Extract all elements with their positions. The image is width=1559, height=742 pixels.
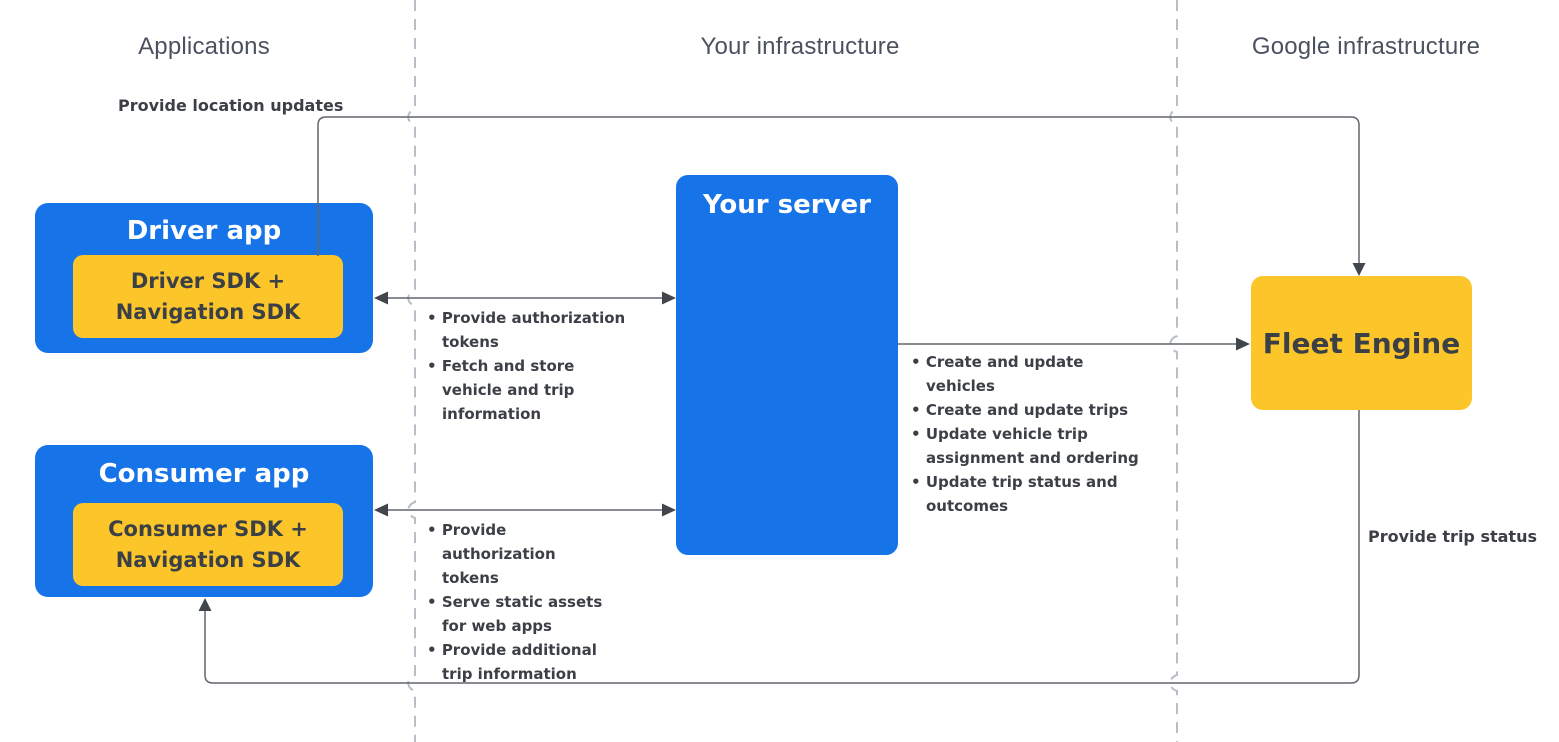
driver-server-bullets: Provide authorization tokens Fetch and s… (427, 306, 632, 426)
driver-server-arrowhead-right (662, 291, 676, 305)
bullet-item: Provide authorization tokens (427, 306, 632, 354)
consumer-sdk-line-1: Consumer SDK + (108, 517, 308, 542)
fleet-engine-title: Fleet Engine (1262, 326, 1461, 360)
bullet-item: Serve static assets for web apps (427, 590, 615, 638)
fleet-engine-node: Fleet Engine (1251, 276, 1472, 410)
bullet-item: Create and update vehicles (911, 350, 1146, 398)
bullet-item: Update trip status and outcomes (911, 470, 1146, 518)
column-divider-2 (1169, 0, 1178, 742)
consumer-server-arrowhead-left (374, 503, 388, 517)
provide-trip-status-label: Provide trip status (1368, 527, 1537, 546)
consumer-app-title: Consumer app (98, 459, 310, 489)
consumer-server-bullets: Provide authorization tokens Serve stati… (427, 518, 615, 686)
column-divider-1 (407, 0, 416, 742)
location-updates-arrowhead (1352, 263, 1366, 276)
provide-location-updates-label: Provide location updates (118, 96, 344, 115)
column-header-applications: Applications (138, 33, 270, 60)
driver-sdk-node: Driver SDK + Navigation SDK (73, 255, 343, 338)
driver-sdk-line-2: Navigation SDK (115, 299, 301, 324)
bullet-item: Update vehicle trip assignment and order… (911, 422, 1146, 470)
column-header-google-infrastructure: Google infrastructure (1251, 33, 1481, 60)
driver-server-arrowhead-left (374, 291, 388, 305)
trip-status-arrowhead (198, 598, 212, 611)
consumer-sdk-node: Consumer SDK + Navigation SDK (73, 503, 343, 586)
consumer-sdk-line-2: Navigation SDK (115, 547, 301, 572)
server-fleet-bullets: Create and update vehicles Create and up… (911, 350, 1146, 518)
bullet-item: Create and update trips (911, 398, 1146, 422)
consumer-server-arrowhead-right (662, 503, 676, 517)
bullet-item: Fetch and store vehicle and trip informa… (427, 354, 632, 426)
your-server-title: Your server (702, 190, 872, 220)
bullet-item: Provide additional trip information (427, 638, 615, 686)
your-server-node: Your server (676, 175, 898, 555)
server-fleet-arrowhead (1236, 337, 1250, 351)
driver-sdk-line-1: Driver SDK + (130, 269, 286, 294)
bullet-item: Provide authorization tokens (427, 518, 615, 590)
driver-app-title: Driver app (126, 216, 282, 246)
column-header-your-infrastructure: Your infrastructure (700, 33, 900, 60)
